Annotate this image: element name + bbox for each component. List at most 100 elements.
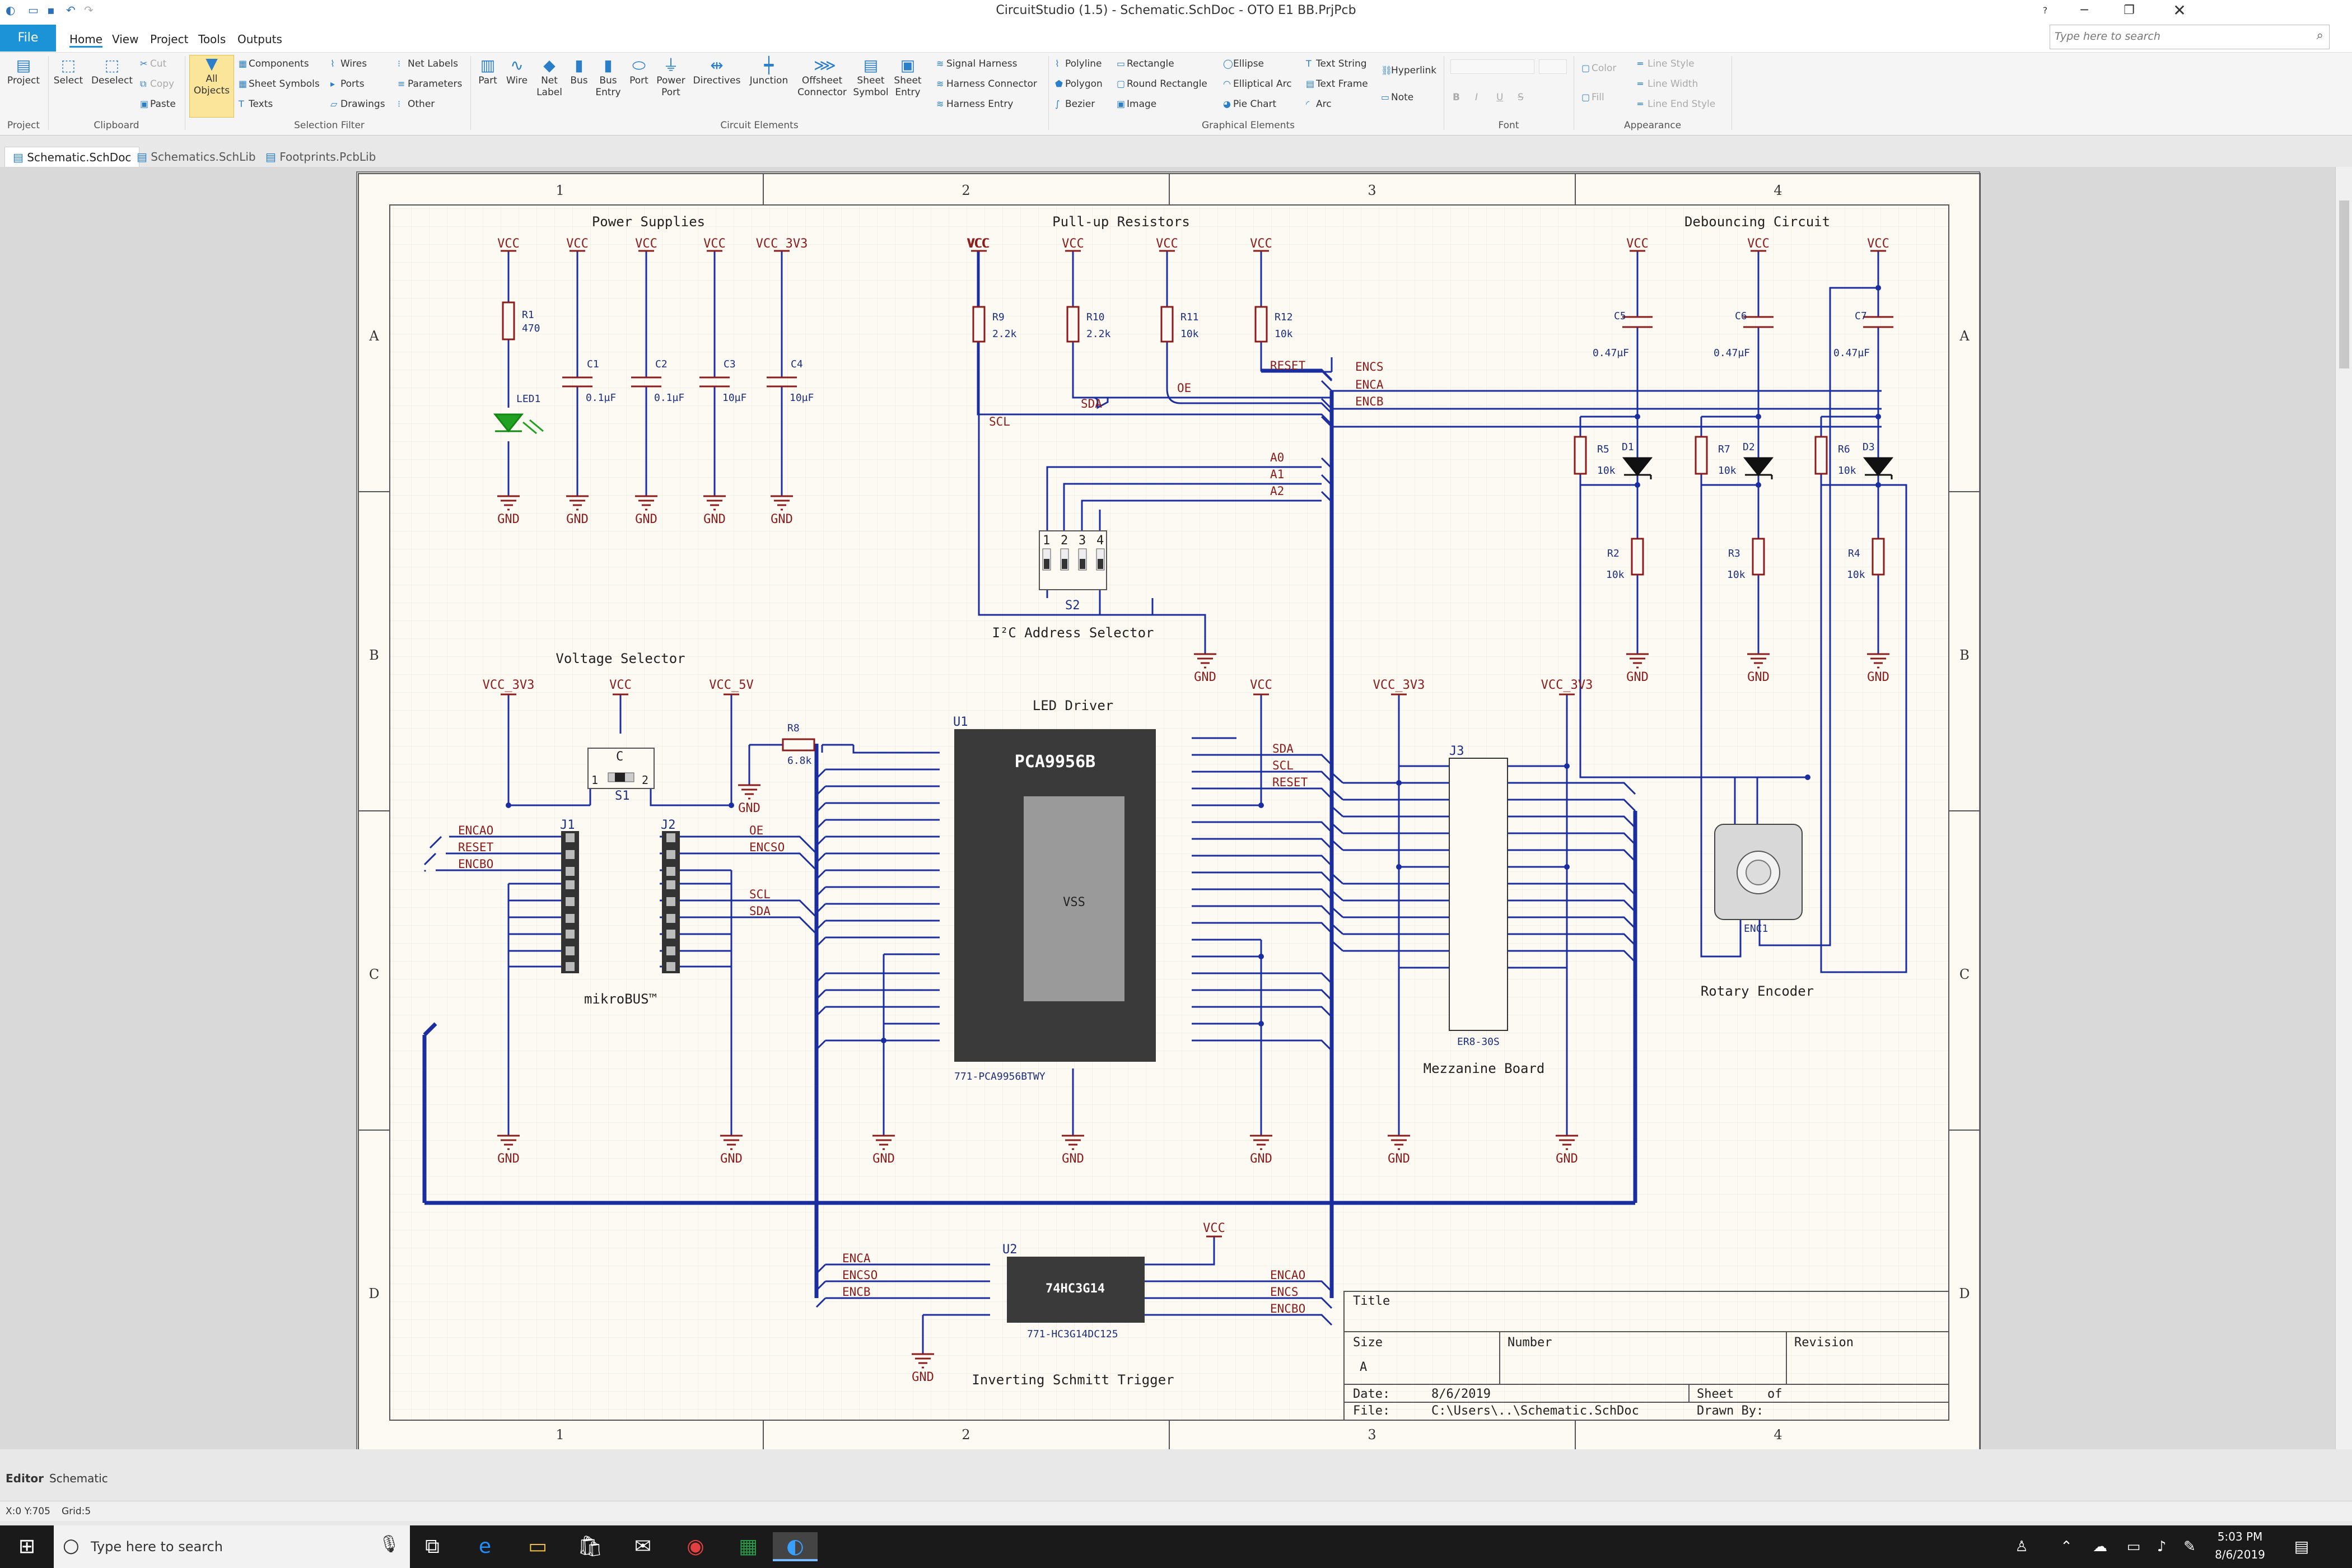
fill-button[interactable]: ▢Fill <box>1581 92 1604 103</box>
harness-entry-button[interactable]: ≋Harness Entry <box>936 99 1014 110</box>
filter-drawings[interactable]: ▱Drawings <box>330 99 385 110</box>
windows-start-icon[interactable]: ⊞ <box>18 1535 36 1558</box>
tray-chevron-icon[interactable]: ⌃ <box>2060 1538 2073 1555</box>
bold-button[interactable]: B <box>1453 92 1460 103</box>
notifications-icon[interactable]: ▤ <box>2294 1537 2309 1556</box>
tab-schematic-schdoc[interactable]: ▤ Schematic.SchDoc <box>4 147 140 167</box>
store-icon[interactable]: 🛍 <box>577 1535 603 1558</box>
line-width-button[interactable]: ═Line Width <box>1637 78 1698 90</box>
microphone-icon[interactable]: 🎙 <box>379 1534 400 1554</box>
onedrive-icon[interactable]: ☁ <box>2093 1538 2107 1555</box>
select-button[interactable]: ⬚Select <box>53 56 83 87</box>
paste-button[interactable]: ▣Paste <box>140 99 176 110</box>
pie-chart-button[interactable]: ◕Pie Chart <box>1223 99 1277 110</box>
elliptical-arc-button[interactable]: ◠Elliptical Arc <box>1223 78 1292 90</box>
network-icon[interactable]: ▭ <box>2126 1538 2141 1555</box>
tab-project[interactable]: Project <box>150 32 189 46</box>
wire-button[interactable]: ∿Wire <box>506 56 528 87</box>
tab-view[interactable]: View <box>112 32 139 46</box>
filter-net-labels[interactable]: ⁝Net Labels <box>398 58 458 69</box>
filter-sheet-symbols[interactable]: ▦Sheet Symbols <box>239 78 320 90</box>
mail-icon[interactable]: ✉ <box>634 1535 652 1558</box>
tab-tools[interactable]: Tools <box>198 32 226 46</box>
volume-icon[interactable]: ♪ <box>2157 1538 2167 1555</box>
taskbar-date[interactable]: 8/6/2019 <box>2215 1548 2265 1561</box>
new-icon[interactable]: ▭ <box>28 3 39 17</box>
filter-parameters[interactable]: ≡Parameters <box>398 78 463 90</box>
taskbar-time[interactable]: 5:03 PM <box>2217 1530 2263 1543</box>
filter-ports[interactable]: ▸Ports <box>330 78 365 90</box>
ellipse-button[interactable]: ◯Ellipse <box>1223 58 1264 69</box>
excel-icon[interactable]: ▦ <box>738 1535 758 1558</box>
circuitstudio-taskbar-icon[interactable]: ◐ <box>773 1532 818 1561</box>
pen-icon[interactable]: ✎ <box>2183 1538 2196 1555</box>
tab-outputs[interactable]: Outputs <box>237 32 282 46</box>
port-button[interactable]: ⬭Port <box>629 56 648 87</box>
polyline-button[interactable]: ⌇Polyline <box>1055 58 1102 69</box>
image-button[interactable]: ▣Image <box>1117 99 1157 110</box>
note-button[interactable]: ▭Note <box>1381 92 1414 103</box>
text-frame-button[interactable]: ▤Text Frame <box>1306 78 1368 90</box>
task-view-icon[interactable]: ⧉ <box>425 1535 440 1558</box>
filter-wires[interactable]: ⌇Wires <box>330 58 367 69</box>
rectangle-button[interactable]: ▭Rectangle <box>1117 58 1174 69</box>
search-input[interactable] <box>2050 25 2297 48</box>
file-explorer-icon[interactable]: ▭ <box>528 1535 547 1558</box>
tab-home[interactable]: Home <box>69 32 103 48</box>
round-rectangle-button[interactable]: ▢Round Rectangle <box>1117 78 1207 90</box>
signal-harness-button[interactable]: ≋Signal Harness <box>936 58 1018 69</box>
undo-icon[interactable]: ↶ <box>66 3 76 17</box>
cut-button[interactable]: ✂Cut <box>140 58 167 69</box>
help-icon[interactable]: ? <box>2042 5 2048 16</box>
taskbar-search[interactable]: ○ Type here to search 🎙 <box>54 1525 410 1568</box>
people-icon[interactable]: ♙ <box>2015 1538 2028 1555</box>
search-icon[interactable]: ⌕ <box>2316 29 2323 43</box>
line-end-style-button[interactable]: ═Line End Style <box>1637 99 1716 110</box>
chrome-icon[interactable]: ◉ <box>687 1535 704 1558</box>
tab-editor[interactable]: Editor <box>6 1472 44 1485</box>
deselect-button[interactable]: ⬚Deselect <box>91 56 133 87</box>
hyperlink-button[interactable]: ⛓Hyperlink <box>1381 65 1437 76</box>
copy-button[interactable]: ⧉Copy <box>140 78 175 90</box>
tab-schematics-schlib[interactable]: ▤ Schematics.SchLib <box>137 150 256 164</box>
redo-icon[interactable]: ↷ <box>84 3 94 17</box>
save-icon[interactable]: ▪ <box>47 3 55 17</box>
junction-button[interactable]: ┿Junction <box>749 56 788 87</box>
maximize-button[interactable]: ❐ <box>2124 3 2135 17</box>
italic-button[interactable]: I <box>1475 92 1478 103</box>
vertical-scrollbar[interactable] <box>2335 167 2352 1449</box>
project-button[interactable]: ▤Project <box>7 56 40 87</box>
tab-schematic[interactable]: Schematic <box>49 1472 108 1485</box>
tab-footprints-pcblib[interactable]: ▤ Footprints.PcbLib <box>265 150 376 164</box>
scrollbar-thumb[interactable] <box>2339 200 2349 368</box>
filter-components[interactable]: ▦Components <box>239 58 309 69</box>
bezier-button[interactable]: ∫Bezier <box>1055 99 1095 110</box>
schematic-canvas[interactable]: 1 2 3 4 1 2 3 4 A B C D A B C D Power Su… <box>0 167 2352 1449</box>
polygon-button[interactable]: ⬟Polygon <box>1055 78 1103 90</box>
edge-icon[interactable]: e <box>478 1535 492 1558</box>
font-name-select[interactable] <box>1450 59 1534 74</box>
color-button[interactable]: ▢Color <box>1581 63 1617 74</box>
strike-button[interactable]: S <box>1518 92 1524 103</box>
schematic-sheet[interactable]: 1 2 3 4 1 2 3 4 A B C D A B C D Power Su… <box>356 171 1981 1449</box>
bus-button[interactable]: ▮Bus <box>570 56 588 87</box>
directives-button[interactable]: ⇹Directives <box>693 56 741 87</box>
close-button[interactable]: ✕ <box>2173 1 2186 20</box>
minimize-button[interactable]: ─ <box>2080 3 2088 17</box>
filter-other[interactable]: ⁝Other <box>398 99 435 110</box>
file-tab[interactable]: File <box>0 25 56 52</box>
arc-button[interactable]: ◜Arc <box>1306 99 1332 110</box>
underline-button[interactable]: U <box>1496 92 1504 103</box>
part-button[interactable]: ▥Part <box>478 56 497 87</box>
font-size-select[interactable] <box>1539 59 1567 74</box>
line-style-button[interactable]: ═Line Style <box>1637 58 1695 69</box>
